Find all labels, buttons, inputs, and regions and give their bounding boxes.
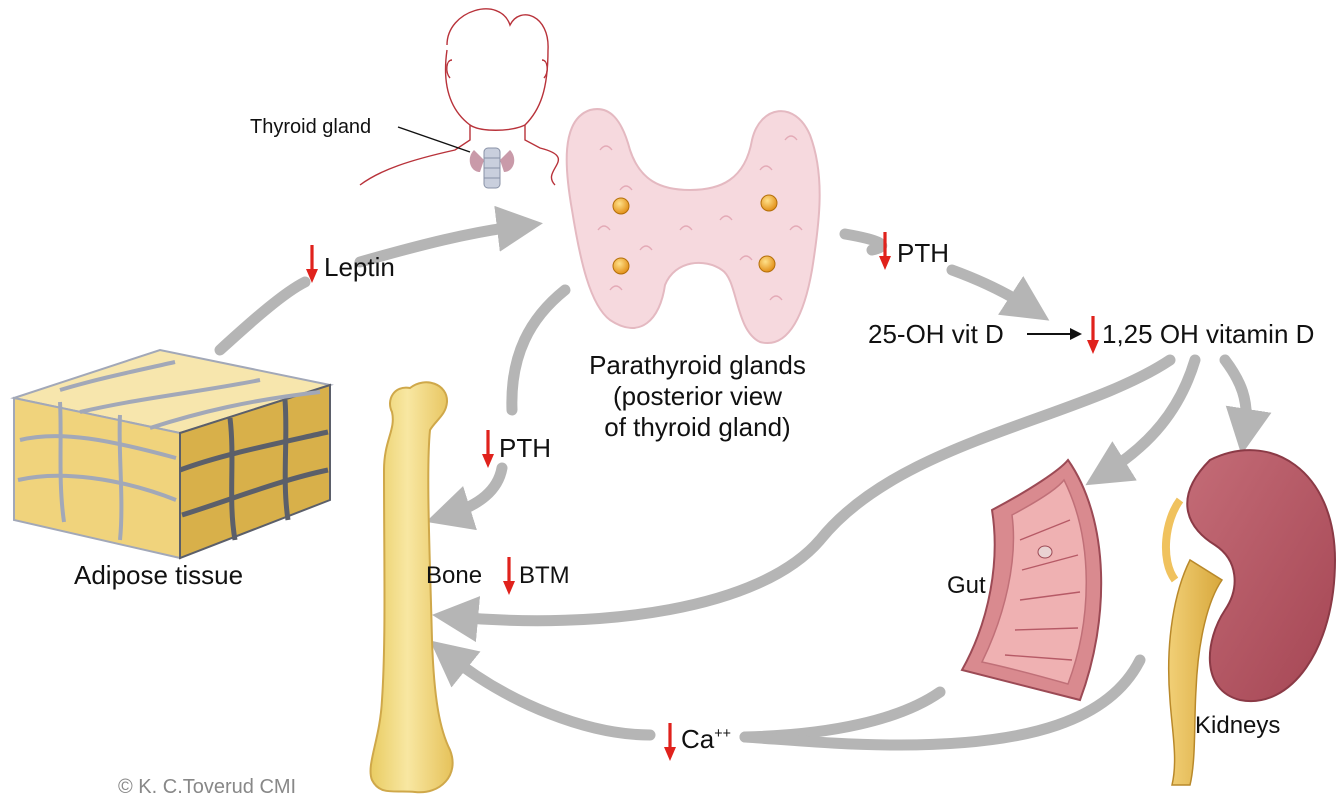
pth-left-label: PTH xyxy=(499,433,551,464)
vit-d-25-label: 25-OH vit D xyxy=(868,319,1004,350)
conversion-arrowhead xyxy=(1070,328,1082,340)
down-arrow-icon xyxy=(480,430,496,470)
bone-label: Bone xyxy=(426,562,482,590)
calcium-charge: ++ xyxy=(714,726,731,742)
btm-label: BTM xyxy=(519,562,570,590)
down-arrow-icon xyxy=(304,245,320,285)
parathyroid-dot xyxy=(613,258,629,274)
thyroid-illustration xyxy=(567,109,820,343)
flow-arrows xyxy=(220,226,1246,745)
kidneys-label: Kidneys xyxy=(1195,712,1280,740)
parathyroid-caption-line3: of thyroid gland) xyxy=(560,412,835,443)
leptin-label: Leptin xyxy=(324,252,395,283)
vit-d-125-label: 1,25 OH vitamin D xyxy=(1102,319,1314,350)
adipose-tissue-label: Adipose tissue xyxy=(74,560,243,591)
arrow-gut-to-calcium xyxy=(745,692,940,737)
pth-top-label: PTH xyxy=(897,238,949,269)
parathyroid-caption-line1: Parathyroid glands xyxy=(560,350,835,381)
arrow-vitd-to-kidney xyxy=(1225,360,1246,432)
human-head-outline xyxy=(360,9,558,185)
down-arrow-icon xyxy=(662,723,678,763)
calcium-label: Ca++ xyxy=(681,724,731,755)
adipose-cube xyxy=(14,350,330,558)
copyright-notice: © K. C.Toverud CMI xyxy=(118,776,296,799)
gut-label: Gut xyxy=(947,572,986,600)
arrow-parathyroid-to-bone xyxy=(512,290,565,410)
thyroid-leader-line xyxy=(398,127,470,152)
arrow-pth-to-bone xyxy=(448,468,502,515)
down-arrow-icon xyxy=(501,557,517,597)
thyroid-small-illustration xyxy=(398,127,514,188)
parathyroid-caption: Parathyroid glands (posterior view of th… xyxy=(560,350,835,443)
parathyroid-dot xyxy=(613,198,629,214)
arrow-calcium-to-bone xyxy=(448,655,650,735)
down-arrow-icon xyxy=(877,232,893,272)
arrow-pth-to-vitd-2 xyxy=(952,270,1030,308)
down-arrow-icon xyxy=(1085,316,1101,356)
thyroid-gland-label: Thyroid gland xyxy=(250,116,371,139)
parathyroid-dot xyxy=(759,256,775,272)
parathyroid-dot xyxy=(761,195,777,211)
arrow-adipose-to-parathyroid xyxy=(220,282,305,350)
calcium-symbol: Ca xyxy=(681,724,714,754)
parathyroid-caption-line2: (posterior view xyxy=(560,381,835,412)
